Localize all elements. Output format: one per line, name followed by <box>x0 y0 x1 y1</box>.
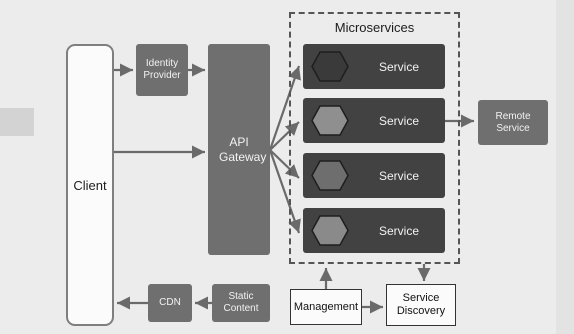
arrow-gateway-to-service-2 <box>269 121 300 151</box>
client-label: Client <box>73 177 107 193</box>
cdn-node: CDN <box>148 284 192 322</box>
hexagon-filled-icon <box>311 160 349 191</box>
service-node: Service <box>303 98 445 143</box>
hexagon-outline-icon <box>311 51 349 82</box>
management-node: Management <box>290 289 362 325</box>
remote-service-label: Remote Service <box>495 110 531 134</box>
microservices-title: Microservices <box>334 20 415 35</box>
service-label: Service <box>378 113 419 128</box>
identity-provider-node: Identity Provider <box>136 44 188 96</box>
microservices-boundary <box>289 12 460 264</box>
arrow-gateway-to-service-4 <box>268 149 301 234</box>
cdn-label: CDN <box>159 297 181 308</box>
service-label: Service <box>378 223 419 238</box>
arrow-gateway-to-service-1 <box>268 65 301 151</box>
service-label: Service <box>378 59 419 74</box>
api-gateway-label: API Gateway <box>219 134 267 164</box>
arrow-gateway-to-service-3 <box>269 149 300 179</box>
static-content-node: Static Content <box>212 284 270 322</box>
identity-provider-label: Identity Provider <box>143 58 181 81</box>
service-node: Service <box>303 153 445 198</box>
service-discovery-label: Service Discovery <box>396 292 446 317</box>
service-node: Service <box>303 44 445 89</box>
edge-band <box>0 108 34 136</box>
client-node: Client <box>66 44 114 326</box>
hexagon-filled-icon <box>311 215 349 246</box>
service-label: Service <box>378 168 419 183</box>
service-node: Service <box>303 208 445 253</box>
hexagon-filled-icon <box>311 105 349 136</box>
management-label: Management <box>293 300 359 313</box>
service-discovery-node: Service Discovery <box>386 284 456 326</box>
edge-band <box>556 0 574 334</box>
api-gateway-node: API Gateway <box>208 44 270 255</box>
static-content-label: Static Content <box>223 291 259 314</box>
remote-service-node: Remote Service <box>478 100 548 145</box>
